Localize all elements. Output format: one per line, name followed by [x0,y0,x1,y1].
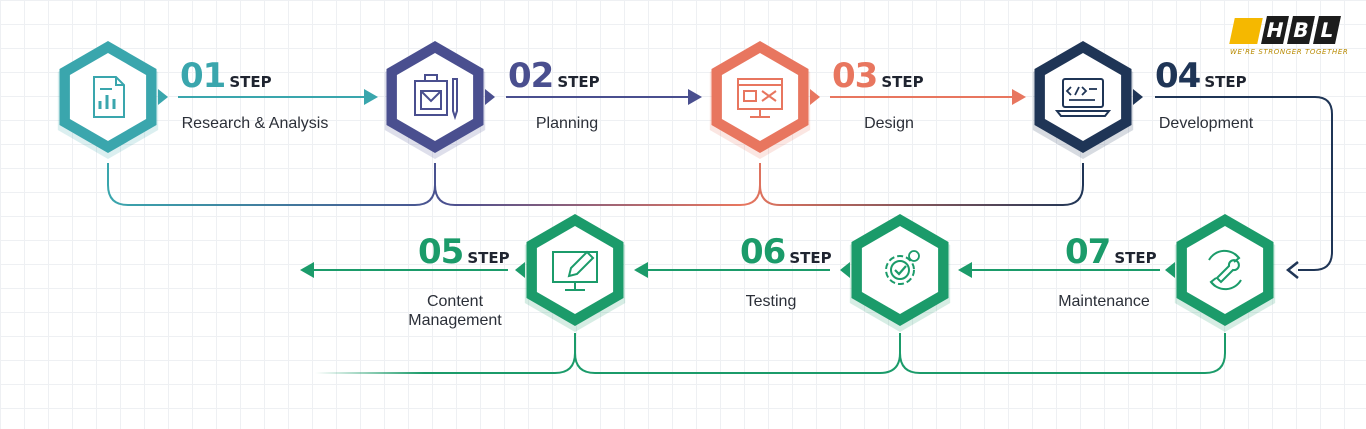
step-6-number: 06 STEP [740,232,832,272]
step-5-digits: 05 [418,232,464,272]
report-chart-icon [93,76,125,118]
node-pointer [1165,262,1175,278]
step-7-word: STEP [1114,249,1157,267]
step-6-digits: 06 [740,232,786,272]
step-3-number: 03 STEP [832,56,924,96]
step-5-node [515,214,626,332]
node-hexagon-inner [1044,53,1122,141]
logo-letter: H [1261,16,1289,44]
row2-brace-line [315,333,1226,374]
step-6-label: Testing [745,293,797,310]
node-pointer [515,262,525,278]
step-1-node [57,41,168,159]
step-1-digits: 01 [180,56,226,96]
step-2-digits: 02 [508,56,554,96]
node-pointer [1133,89,1143,105]
step-1-word: STEP [229,73,272,91]
step-2-label: Planning [535,115,599,132]
arrow-4-to-7 [1155,96,1333,279]
arrow-2-to-3 [506,89,702,105]
arrow-6-to-5 [634,262,830,278]
arrow-3-to-4 [830,89,1026,105]
step-6-node [840,214,951,332]
arrow-1-to-2 [178,89,378,105]
step-4-word: STEP [1204,73,1247,91]
step-4-node [1032,41,1143,159]
node-pointer [840,262,850,278]
wrench-cycle-icon [1208,249,1242,291]
row1-brace-line [107,163,1084,206]
step-4-label: Development [1158,115,1254,132]
node-pointer [158,89,168,105]
step-3-word: STEP [881,73,924,91]
brand-logo: H B L WE'RE STRONGER TOGETHER [1228,16,1350,58]
step-1-label: Research & Analysis [181,115,329,132]
node-hexagon-inner [536,226,614,314]
step-7-digits: 07 [1065,232,1111,272]
node-hexagon-inner [861,226,939,314]
step-4-digits: 04 [1155,56,1201,96]
blueprint-plan-icon [414,74,458,121]
node-pointer [810,89,820,105]
step-2-node [384,41,495,159]
logo-mark [1229,18,1263,44]
step-6-word: STEP [789,249,832,267]
logo-letter: L [1313,16,1341,44]
node-hexagon-inner [721,53,799,141]
logo-letter: B [1287,16,1315,44]
edit-monitor-icon [552,250,598,291]
logo-tagline: WE'RE STRONGER TOGETHER [1230,48,1349,56]
step-7-node [1165,214,1276,332]
step-3-digits: 03 [832,56,878,96]
step-4-number: 04 STEP [1155,56,1247,96]
step-7-label: Maintenance [1058,293,1150,310]
arrow-7-to-6 [958,262,1160,278]
node-pointer [485,89,495,105]
step-2-word: STEP [557,73,600,91]
code-laptop-icon [1054,78,1112,117]
step-5-label: Content Management [408,293,502,329]
step-1-number: 01 STEP [180,56,272,96]
step-3-node [709,41,820,159]
logo-letters: H B L [1261,16,1341,44]
step-5-number: 05 STEP [418,232,510,272]
arrow-5-out [300,262,508,278]
step-2-number: 02 STEP [508,56,600,96]
step-3-label: Design [864,115,914,132]
gear-check-icon [885,250,920,285]
step-5-word: STEP [467,249,510,267]
design-monitor-icon [737,78,783,118]
step-7-number: 07 STEP [1065,232,1157,272]
